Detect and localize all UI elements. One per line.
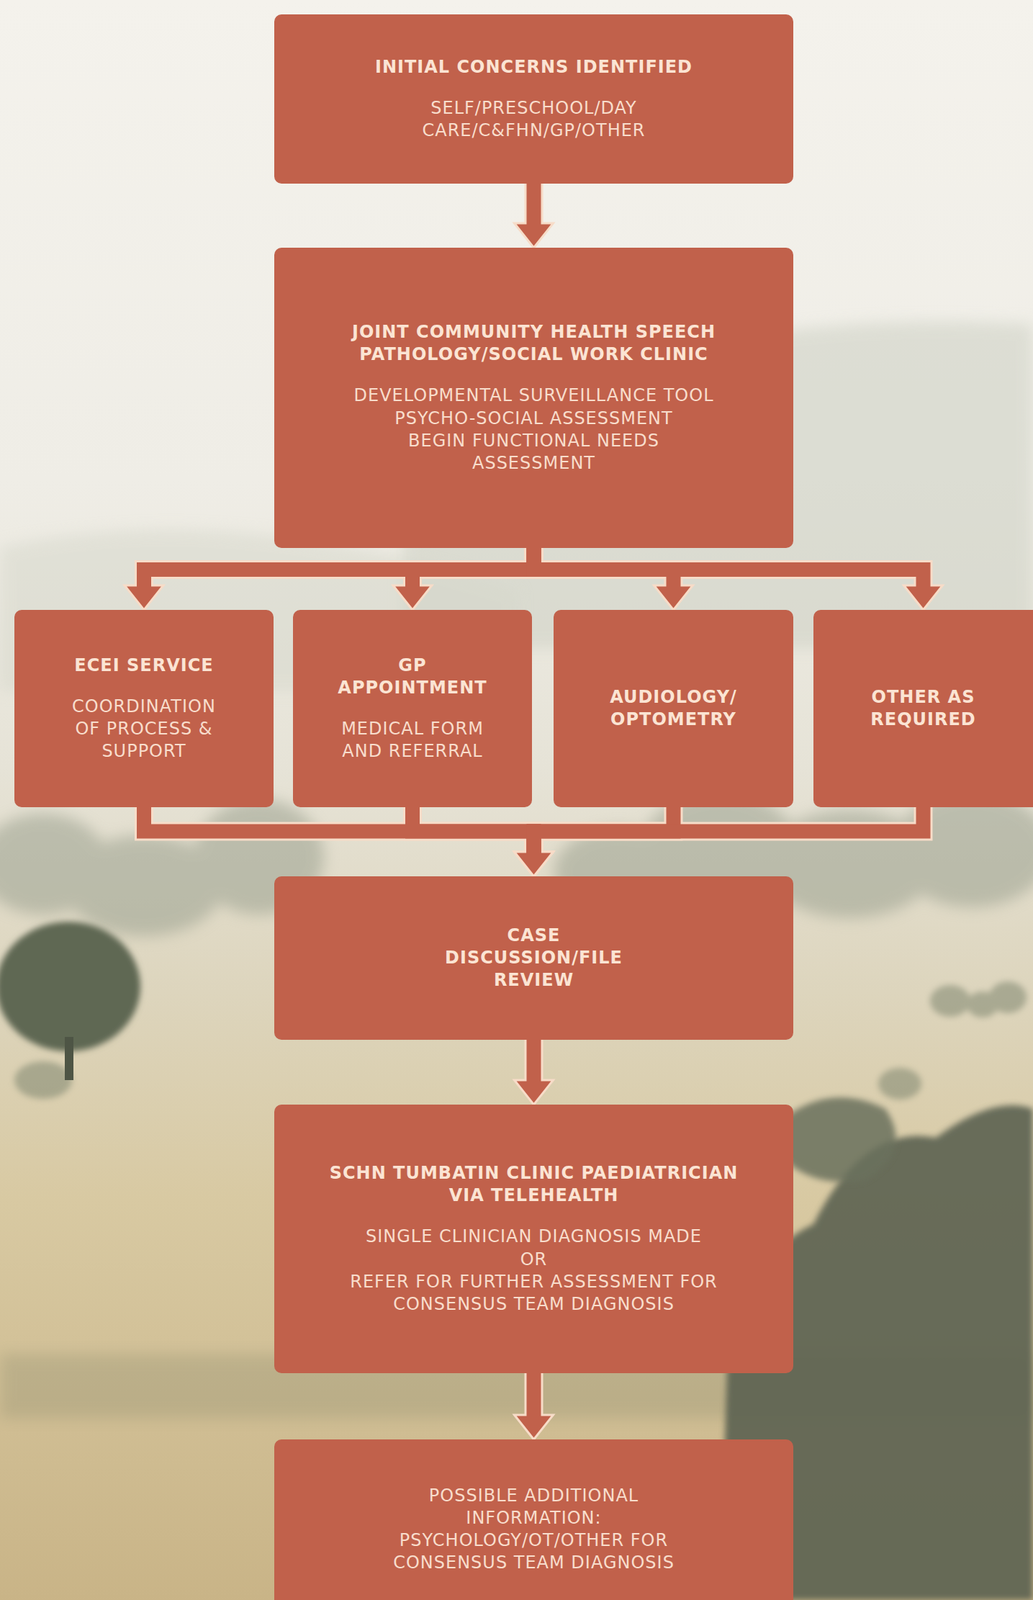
box-text: MEDICAL FORM AND REFERRAL — [318, 717, 507, 763]
flow-arrow — [526, 1039, 542, 1083]
flow-arrow-outline — [534, 806, 924, 855]
arrow-head — [514, 1414, 554, 1440]
arrow-head — [514, 1079, 554, 1105]
dark-trees — [777, 1097, 897, 1183]
process-box: JOINT COMMUNITY HEALTH SPEECH PATHOLOGY/… — [274, 247, 794, 548]
process-box: GP APPOINTMENT MEDICAL FORM AND REFERRAL — [292, 609, 532, 807]
process-box: SCHN TUMBATIN CLINIC PAEDIATRICIAN VIA T… — [274, 1104, 794, 1373]
box-text: REFER FOR FURTHER ASSESSMENT FOR CONSENS… — [303, 1270, 765, 1316]
flow-arrow — [412, 806, 535, 855]
box-heading: ECEI SERVICE — [74, 654, 214, 677]
arrow-head — [514, 851, 554, 877]
box-heading: AUDIOLOGY/ OPTOMETRY — [587, 686, 761, 731]
box-text: SELF/PRESCHOOL/DAY CARE/C&FHN/GP/OTHER — [390, 97, 679, 142]
process-box: AUDIOLOGY/ OPTOMETRY — [553, 609, 794, 807]
process-box: OTHER AS REQUIRED — [813, 609, 1033, 807]
flow-arrow-outline — [412, 806, 535, 855]
flow-arrow — [526, 1372, 542, 1418]
flow-arrow-outline — [412, 547, 535, 589]
flow-arrow-outline — [524, 1372, 544, 1418]
box-text: DEVELOPMENTAL SURVEILLANCE TOOL — [354, 384, 715, 407]
box-text: SINGLE CLINICIAN DIAGNOSIS MADE — [365, 1225, 702, 1248]
flow-arrow — [534, 547, 924, 589]
box-heading: SCHN TUMBATIN CLINIC PAEDIATRICIAN VIA T… — [318, 1161, 751, 1207]
box-text: BEGIN FUNCTIONAL NEEDS ASSESSMENT — [361, 429, 707, 475]
dark-tree — [0, 921, 141, 1080]
box-text: COORDINATION OF PROCESS & SUPPORT — [57, 695, 231, 764]
flow-arrow-outline — [143, 547, 535, 589]
flow-arrow-outline — [524, 183, 544, 227]
flow-arrow-outline — [534, 547, 924, 589]
box-text: PSYCHO-SOCIAL ASSESSMENT — [394, 407, 673, 430]
arrow-head — [654, 585, 694, 610]
box-heading: OTHER AS REQUIRED — [844, 686, 1003, 731]
flow-arrow — [534, 806, 924, 855]
arrow-head — [514, 223, 554, 248]
flow-arrow — [412, 547, 535, 589]
arrow-head — [393, 585, 432, 610]
arrow-head — [514, 851, 554, 877]
arrow-head — [904, 585, 944, 610]
arrow-head — [514, 851, 554, 877]
flow-arrow — [143, 806, 535, 855]
arrow-head — [124, 585, 164, 610]
process-box: CASE DISCUSSION/FILE REVIEW — [274, 876, 794, 1040]
start-box: INITIAL CONCERNS IDENTIFIED SELF/PRESCHOO… — [274, 14, 794, 184]
arrow-head — [514, 851, 554, 877]
process-box: ECEI SERVICE COORDINATION OF PROCESS & SU… — [14, 609, 274, 807]
box-heading: CASE DISCUSSION/FILE REVIEW — [426, 924, 643, 992]
box-heading: GP APPOINTMENT — [326, 654, 499, 699]
box-text: OR — [520, 1248, 548, 1271]
flow-arrow — [526, 183, 542, 227]
box-text: POSSIBLE ADDITIONAL INFORMATION: PSYCHOL… — [390, 1484, 679, 1575]
flow-arrow-outline — [524, 1039, 544, 1083]
connector-heads — [124, 223, 944, 1440]
flow-arrow-outline — [143, 806, 535, 855]
end-box: POSSIBLE ADDITIONAL INFORMATION: PSYCHOL… — [274, 1439, 794, 1600]
box-heading: JOINT COMMUNITY HEALTH SPEECH PATHOLOGY/… — [346, 321, 722, 366]
flow-arrow — [143, 547, 535, 589]
box-heading: INITIAL CONCERNS IDENTIFIED — [375, 56, 693, 79]
